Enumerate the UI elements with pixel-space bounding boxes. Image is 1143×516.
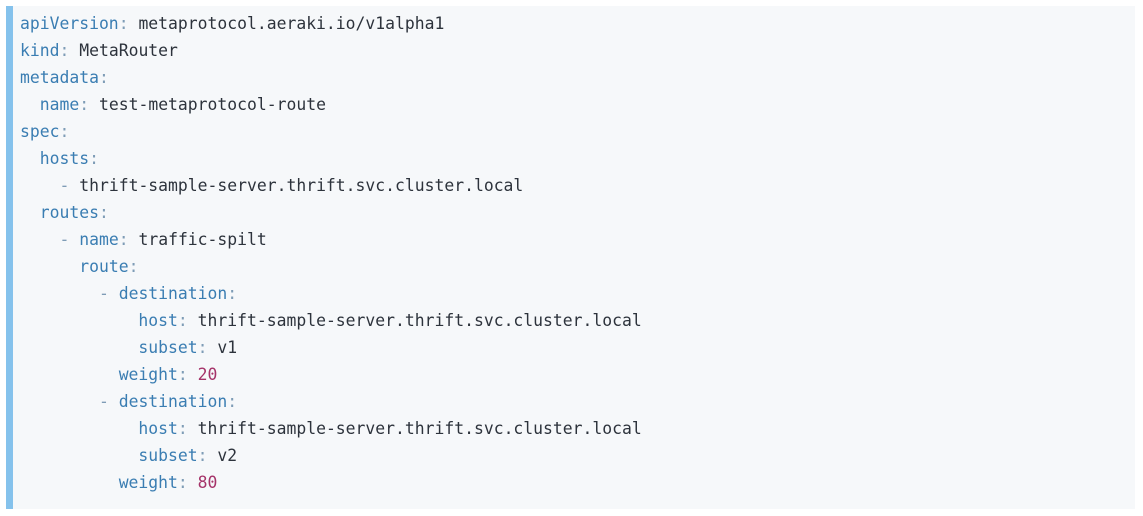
yaml-indent <box>20 257 79 276</box>
yaml-indent <box>20 419 138 438</box>
yaml-punctuation: : <box>177 473 188 492</box>
yaml-key: name <box>39 95 80 114</box>
code-line: - name: traffic-spilt <box>20 226 1125 253</box>
yaml-indent <box>20 311 138 330</box>
yaml-indent <box>20 446 138 465</box>
code-line: hosts: <box>20 145 1125 172</box>
yaml-punctuation: - <box>98 392 109 411</box>
yaml-punctuation: : <box>79 95 90 114</box>
yaml-key: hosts <box>39 149 90 168</box>
code-line: weight: 20 <box>20 361 1125 388</box>
yaml-key: apiVersion <box>20 14 119 33</box>
code-line: host: thrift-sample-server.thrift.svc.cl… <box>20 415 1125 442</box>
yaml-key: subset <box>138 338 198 357</box>
code-line: subset: v1 <box>20 334 1125 361</box>
yaml-indent <box>188 473 198 492</box>
yaml-key: routes <box>39 203 99 222</box>
yaml-value: metaprotocol.aeraki.io/v1alpha1 <box>138 14 445 33</box>
yaml-key: route <box>79 257 129 276</box>
yaml-punctuation: - <box>98 284 109 303</box>
yaml-indent <box>20 176 59 195</box>
yaml-key: weight <box>118 473 178 492</box>
yaml-indent <box>20 95 40 114</box>
yaml-punctuation: : <box>227 392 238 411</box>
yaml-indent <box>20 365 119 384</box>
code-line: - destination: <box>20 280 1125 307</box>
yaml-indent <box>129 14 139 33</box>
code-line: apiVersion: metaprotocol.aeraki.io/v1alp… <box>20 10 1125 37</box>
code-line: - thrift-sample-server.thrift.svc.cluste… <box>20 172 1125 199</box>
code-line: host: thrift-sample-server.thrift.svc.cl… <box>20 307 1125 334</box>
code-line: subset: v2 <box>20 442 1125 469</box>
yaml-key: destination <box>118 392 228 411</box>
code-line: name: test-metaprotocol-route <box>20 91 1125 118</box>
yaml-key: metadata <box>20 68 99 87</box>
yaml-indent <box>20 392 99 411</box>
yaml-value: traffic-spilt <box>138 230 267 249</box>
yaml-punctuation: : <box>177 311 188 330</box>
code-line: route: <box>20 253 1125 280</box>
yaml-indent <box>69 176 79 195</box>
yaml-indent <box>20 473 119 492</box>
yaml-punctuation: - <box>59 230 70 249</box>
yaml-indent <box>89 95 99 114</box>
yaml-punctuation: : <box>197 446 208 465</box>
yaml-punctuation: : <box>118 230 129 249</box>
code-content: apiVersion: metaprotocol.aeraki.io/v1alp… <box>20 10 1125 496</box>
yaml-key: spec <box>20 122 60 141</box>
yaml-punctuation: : <box>59 122 70 141</box>
yaml-punctuation: : <box>197 338 208 357</box>
yaml-value: v2 <box>217 446 238 465</box>
yaml-key: host <box>138 419 178 438</box>
yaml-punctuation: : <box>177 365 188 384</box>
code-line: - destination: <box>20 388 1125 415</box>
yaml-key: subset <box>138 446 198 465</box>
yaml-indent <box>109 284 119 303</box>
yaml-punctuation: : <box>128 257 139 276</box>
yaml-value: thrift-sample-server.thrift.svc.cluster.… <box>79 176 524 195</box>
yaml-punctuation: : <box>227 284 238 303</box>
yaml-indent <box>188 365 198 384</box>
code-line: routes: <box>20 199 1125 226</box>
yaml-indent <box>188 419 198 438</box>
yaml-code-block: apiVersion: metaprotocol.aeraki.io/v1alp… <box>6 6 1135 509</box>
yaml-indent <box>20 338 138 357</box>
yaml-value: thrift-sample-server.thrift.svc.cluster.… <box>197 419 642 438</box>
yaml-indent <box>20 284 99 303</box>
yaml-punctuation: : <box>118 14 129 33</box>
code-line: weight: 80 <box>20 469 1125 496</box>
yaml-indent <box>208 446 218 465</box>
code-line: metadata: <box>20 64 1125 91</box>
yaml-value: v1 <box>217 338 238 357</box>
yaml-key: kind <box>20 41 60 60</box>
yaml-indent <box>109 392 119 411</box>
yaml-punctuation: : <box>89 149 99 168</box>
yaml-punctuation: : <box>98 203 109 222</box>
yaml-value: thrift-sample-server.thrift.svc.cluster.… <box>197 311 642 330</box>
code-line: kind: MetaRouter <box>20 37 1125 64</box>
yaml-indent <box>20 149 40 168</box>
yaml-punctuation: - <box>59 176 70 195</box>
yaml-indent <box>208 338 218 357</box>
yaml-value: test-metaprotocol-route <box>98 95 326 114</box>
yaml-key: weight <box>118 365 178 384</box>
yaml-indent <box>20 230 59 249</box>
yaml-indent <box>69 230 79 249</box>
yaml-punctuation: : <box>177 419 188 438</box>
yaml-key: destination <box>118 284 228 303</box>
yaml-key: host <box>138 311 178 330</box>
code-line: spec: <box>20 118 1125 145</box>
yaml-punctuation: : <box>98 68 109 87</box>
yaml-indent <box>188 311 198 330</box>
yaml-key: name <box>79 230 119 249</box>
yaml-indent <box>69 41 79 60</box>
yaml-number: 80 <box>197 473 218 492</box>
yaml-punctuation: : <box>59 41 70 60</box>
yaml-indent <box>129 230 139 249</box>
yaml-indent <box>20 203 40 222</box>
yaml-value: MetaRouter <box>79 41 178 60</box>
yaml-number: 20 <box>197 365 218 384</box>
